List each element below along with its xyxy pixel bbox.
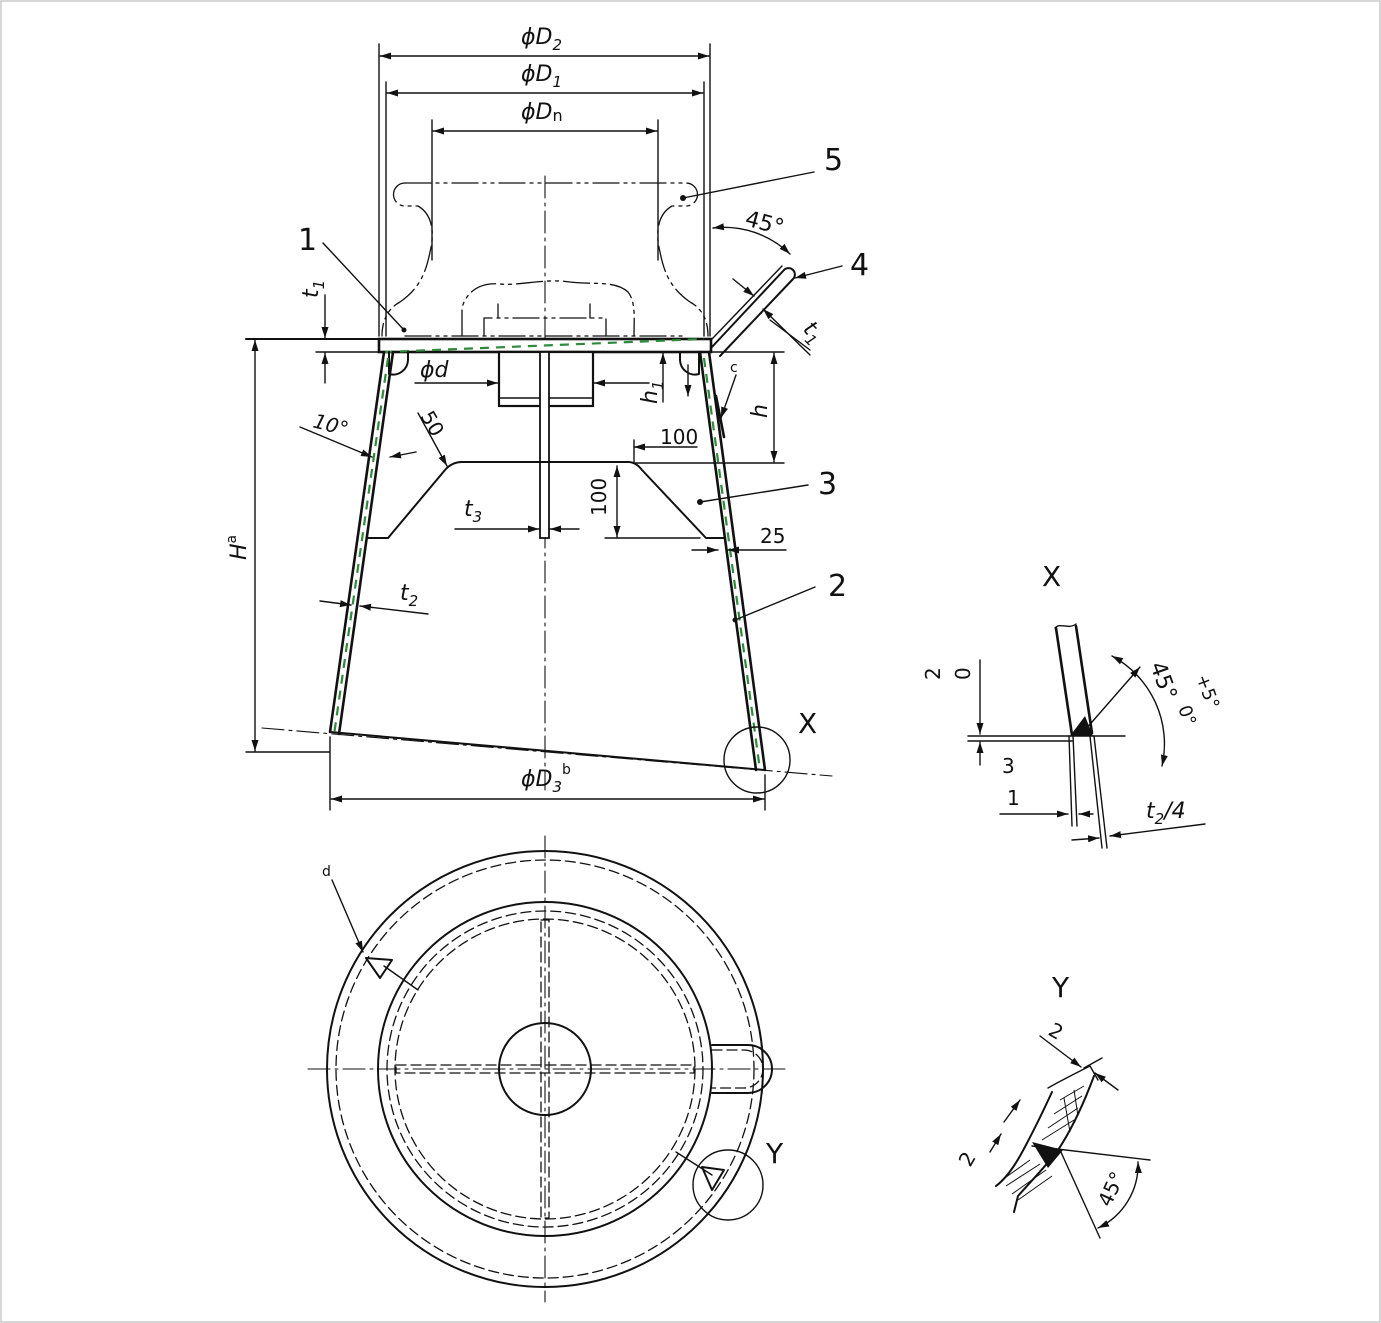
label-d2: ϕD2	[521, 25, 562, 54]
detail-y-title: Y	[1051, 971, 1070, 1004]
view-label-x: X	[798, 707, 817, 740]
part-number-4: 4	[850, 248, 869, 283]
label-h: h	[748, 404, 773, 418]
part-number-3: 3	[818, 467, 837, 502]
plan-view	[307, 835, 787, 1303]
fairlead-pipe	[710, 265, 796, 357]
label-angle-45: 45°	[742, 207, 786, 241]
label-t2: t2	[400, 581, 418, 610]
label-height-100: 100	[587, 478, 611, 516]
detail-x-marker-circle	[723, 726, 791, 794]
detail-x-label-3: 3	[1002, 754, 1015, 778]
detail-y-label-2b: 2	[954, 1147, 981, 1170]
detail-x-view	[967, 623, 1206, 849]
label-dn: ϕDn	[521, 100, 563, 125]
plan-hub-circle	[498, 1022, 592, 1116]
detail-x-tol-zero: 0°	[1173, 703, 1200, 729]
detail-x-label-2: 2	[921, 667, 945, 680]
part-number-5: 5	[824, 143, 843, 178]
detail-x-label-0: 0	[951, 667, 975, 680]
label-t1-plate: t1	[299, 280, 328, 298]
label-H: Ha	[224, 535, 252, 560]
detail-x-angle: 45°	[1144, 659, 1181, 704]
label-h1: h1	[638, 381, 667, 405]
part-number-1: 1	[298, 223, 317, 258]
detail-x-title: X	[1042, 560, 1061, 593]
bottom-cut-line	[329, 731, 766, 771]
label-radius-50: 50	[416, 407, 450, 441]
elevation-view	[245, 43, 843, 811]
stiffener-plate	[367, 461, 725, 539]
bollard-phantom	[381, 182, 709, 337]
label-width-100: 100	[660, 425, 698, 449]
note-d: d	[322, 864, 331, 880]
detail-x-tol-plus: +5°	[1191, 672, 1223, 713]
detail-y-angle: 45°	[1093, 1168, 1130, 1210]
plan-inner-circle	[377, 901, 713, 1237]
detail-y-view	[989, 1035, 1151, 1239]
label-d1: ϕD1	[521, 62, 562, 91]
detail-x-label-1: 1	[1007, 786, 1020, 810]
label-t3: t3	[464, 497, 482, 526]
cone-shell	[328, 350, 767, 772]
detail-y-label-2a: 2	[1045, 1018, 1068, 1045]
center-rod	[539, 351, 550, 539]
label-25: 25	[760, 524, 785, 548]
detail-y-marker-circle	[692, 1149, 764, 1221]
label-phi-d: ϕd	[420, 358, 450, 383]
plan-pipe-stub	[711, 1044, 773, 1094]
label-angle-10: 10°	[311, 409, 351, 441]
detail-x-label-t2-4: t2/4	[1146, 799, 1186, 828]
view-label-y: Y	[765, 1137, 784, 1170]
note-c: c	[730, 360, 738, 376]
label-d3: ϕD3b	[521, 762, 571, 796]
part-number-2: 2	[828, 569, 847, 604]
